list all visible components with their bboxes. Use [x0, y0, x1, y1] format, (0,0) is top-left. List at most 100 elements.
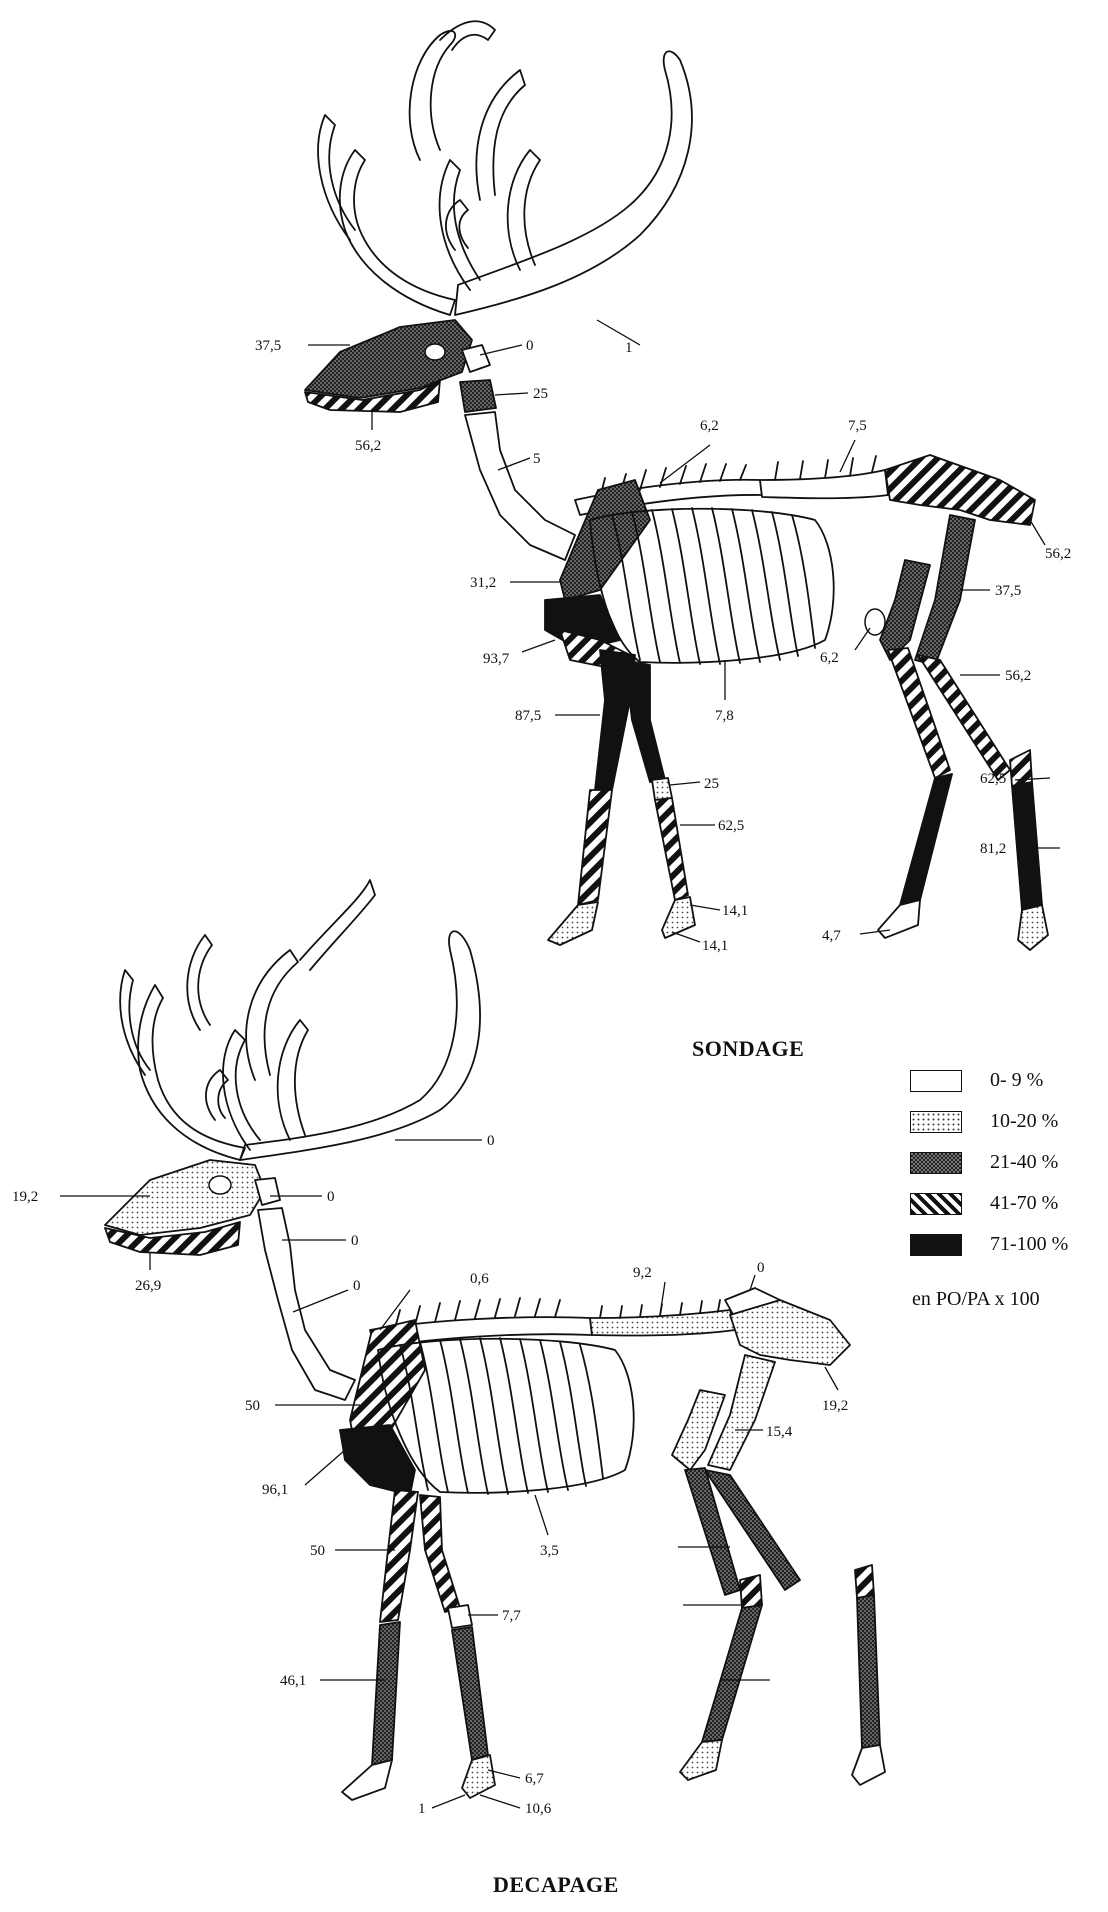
decapage-lumbar: [590, 1310, 735, 1335]
decapage-label-axis: 0: [351, 1233, 359, 1249]
sondage-lumbar: [760, 470, 888, 498]
sondage-antler-right: [455, 51, 692, 315]
decapage-label-phalanx3: 1: [418, 1801, 426, 1817]
legend-swatch-dots: [910, 1111, 962, 1133]
sondage-metacarpal-left: [578, 790, 612, 905]
decapage-hoof-hl2: [852, 1745, 885, 1785]
sondage-label-lumbar: 7,5: [848, 418, 867, 434]
sondage-metatarsal: [1012, 782, 1042, 910]
sondage-label-tarsals: 62,5: [980, 771, 1006, 787]
sondage-label-tibia: 56,2: [1005, 668, 1031, 684]
sondage-label-axis: 25: [533, 386, 548, 402]
sondage-label-pelvis: 56,2: [1045, 546, 1071, 562]
sondage-label-scapula: 31,2: [470, 575, 496, 591]
sondage-label-skull: 37,5: [255, 338, 281, 354]
decapage-tarsals-2: [855, 1565, 874, 1598]
sondage-label-ribs: 7,8: [715, 708, 734, 724]
sondage-label-femur: 37,5: [995, 583, 1021, 599]
sondage-radius: [655, 798, 688, 900]
decapage-humerus: [380, 1490, 418, 1622]
legend-swatch-black: [910, 1234, 962, 1256]
sondage-hoof-hl2: [878, 900, 920, 938]
sondage-label-phalanx2: 14,1: [702, 938, 728, 954]
decapage-label-sacrum: 0: [757, 1260, 765, 1276]
decapage-metatarsal-2: [857, 1595, 880, 1748]
decapage-skeleton: [105, 880, 885, 1800]
legend-label: 71-100 %: [990, 1233, 1068, 1256]
sondage-carpals: [652, 778, 672, 800]
decapage-label-metacarpal: 46,1: [280, 1673, 306, 1689]
sondage-label-humerus: 87,5: [515, 708, 541, 724]
decapage-antler-left-tines: [120, 935, 228, 1120]
sondage-label-carpals: 25: [704, 776, 719, 792]
legend-item-0-9: 0- 9 %: [910, 1060, 1100, 1101]
legend-item-10-20: 10-20 %: [910, 1101, 1100, 1142]
decapage-metacarpal: [372, 1622, 400, 1765]
decapage-hoof-fl2: [462, 1755, 495, 1798]
legend-swatch-stripes: [910, 1193, 962, 1215]
sondage-humerus-2: [625, 660, 665, 782]
decapage-label-phalanx1: 6,7: [525, 1771, 544, 1787]
sondage-labels: 1 37,5 56,2 0 25 5 6,2 7,5 56,2 37,5 31,…: [255, 338, 1071, 954]
decapage-label-sternum: 96,1: [262, 1482, 288, 1498]
legend-swatch-white: [910, 1070, 962, 1092]
sondage-label-atlas: 0: [526, 338, 534, 354]
decapage-label-phalanx2: 10,6: [525, 1801, 552, 1817]
decapage-cervical: [258, 1208, 355, 1400]
decapage-ribs: [400, 1338, 603, 1494]
legend: 0- 9 % 10-20 % 21-40 % 41-70 % 71-100 %: [910, 1060, 1100, 1265]
legend-label: 41-70 %: [990, 1192, 1058, 1215]
sondage-metatarsal-2: [900, 774, 952, 905]
sondage-hoof-fl2: [662, 897, 695, 938]
sondage-skull: [305, 320, 472, 398]
legend-unit: en PO/PA x 100: [912, 1288, 1040, 1311]
sondage-antler-left-tines: [318, 21, 495, 250]
decapage-radius: [452, 1627, 488, 1760]
decapage-antler-right: [240, 931, 480, 1160]
decapage-label-lumbar: 9,2: [633, 1265, 652, 1281]
decapage-carpals: [448, 1605, 472, 1628]
decapage-tarsals: [740, 1575, 762, 1608]
decapage-sternum: [340, 1425, 415, 1495]
sondage-skeleton: [305, 21, 1048, 950]
sondage-antler-left: [340, 150, 455, 315]
legend-label: 10-20 %: [990, 1110, 1058, 1133]
decapage-skull: [105, 1160, 265, 1235]
decapage-label-femur: 15,4: [766, 1424, 793, 1440]
decapage-label-scapula: 50: [245, 1398, 260, 1414]
decapage-label-skull: 19,2: [12, 1189, 38, 1205]
legend-item-21-40: 21-40 %: [910, 1142, 1100, 1183]
sondage-label-thoracic: 6,2: [700, 418, 719, 434]
sondage-label-phalanx1: 14,1: [722, 903, 748, 919]
decapage-label-ribs: 3,5: [540, 1543, 559, 1559]
sondage-label-mandible: 56,2: [355, 438, 381, 454]
legend-swatch-crosshatch: [910, 1152, 962, 1174]
decapage-hoof-hl: [680, 1740, 722, 1780]
decapage-label-cervical: 0: [353, 1278, 361, 1294]
sondage-label-phalanx-hind: 4,7: [822, 928, 841, 944]
sondage-label-radius: 62,5: [718, 818, 744, 834]
sondage-atlas: [462, 345, 490, 372]
decapage-label-atlas: 0: [327, 1189, 335, 1205]
sondage-hoof-hl: [1018, 905, 1048, 950]
decapage-hoof-fl: [342, 1760, 392, 1800]
sondage-label-sternum: 93,7: [483, 651, 510, 667]
decapage-metatarsal: [702, 1605, 762, 1742]
decapage-label-humerus: 50: [310, 1543, 325, 1559]
legend-item-71-100: 71-100 %: [910, 1224, 1100, 1265]
sondage-label-cervical: 5: [533, 451, 541, 467]
sondage-cervical: [465, 412, 575, 560]
legend-label: 21-40 %: [990, 1151, 1058, 1174]
decapage-label-carpals: 7,7: [502, 1608, 521, 1624]
sondage-tarsals: [1010, 750, 1032, 786]
legend-item-41-70: 41-70 %: [910, 1183, 1100, 1224]
decapage-label-antler: 0: [487, 1133, 495, 1149]
sondage-label-antler: 1: [625, 340, 633, 356]
sondage-label-metatarsal: 81,2: [980, 841, 1006, 857]
title-decapage: DECAPAGE: [493, 1872, 619, 1898]
decapage-label-pelvis: 19,2: [822, 1398, 848, 1414]
decapage-humerus-2: [420, 1495, 460, 1612]
title-sondage: SONDAGE: [692, 1036, 804, 1062]
sondage-pelvis: [885, 455, 1035, 525]
